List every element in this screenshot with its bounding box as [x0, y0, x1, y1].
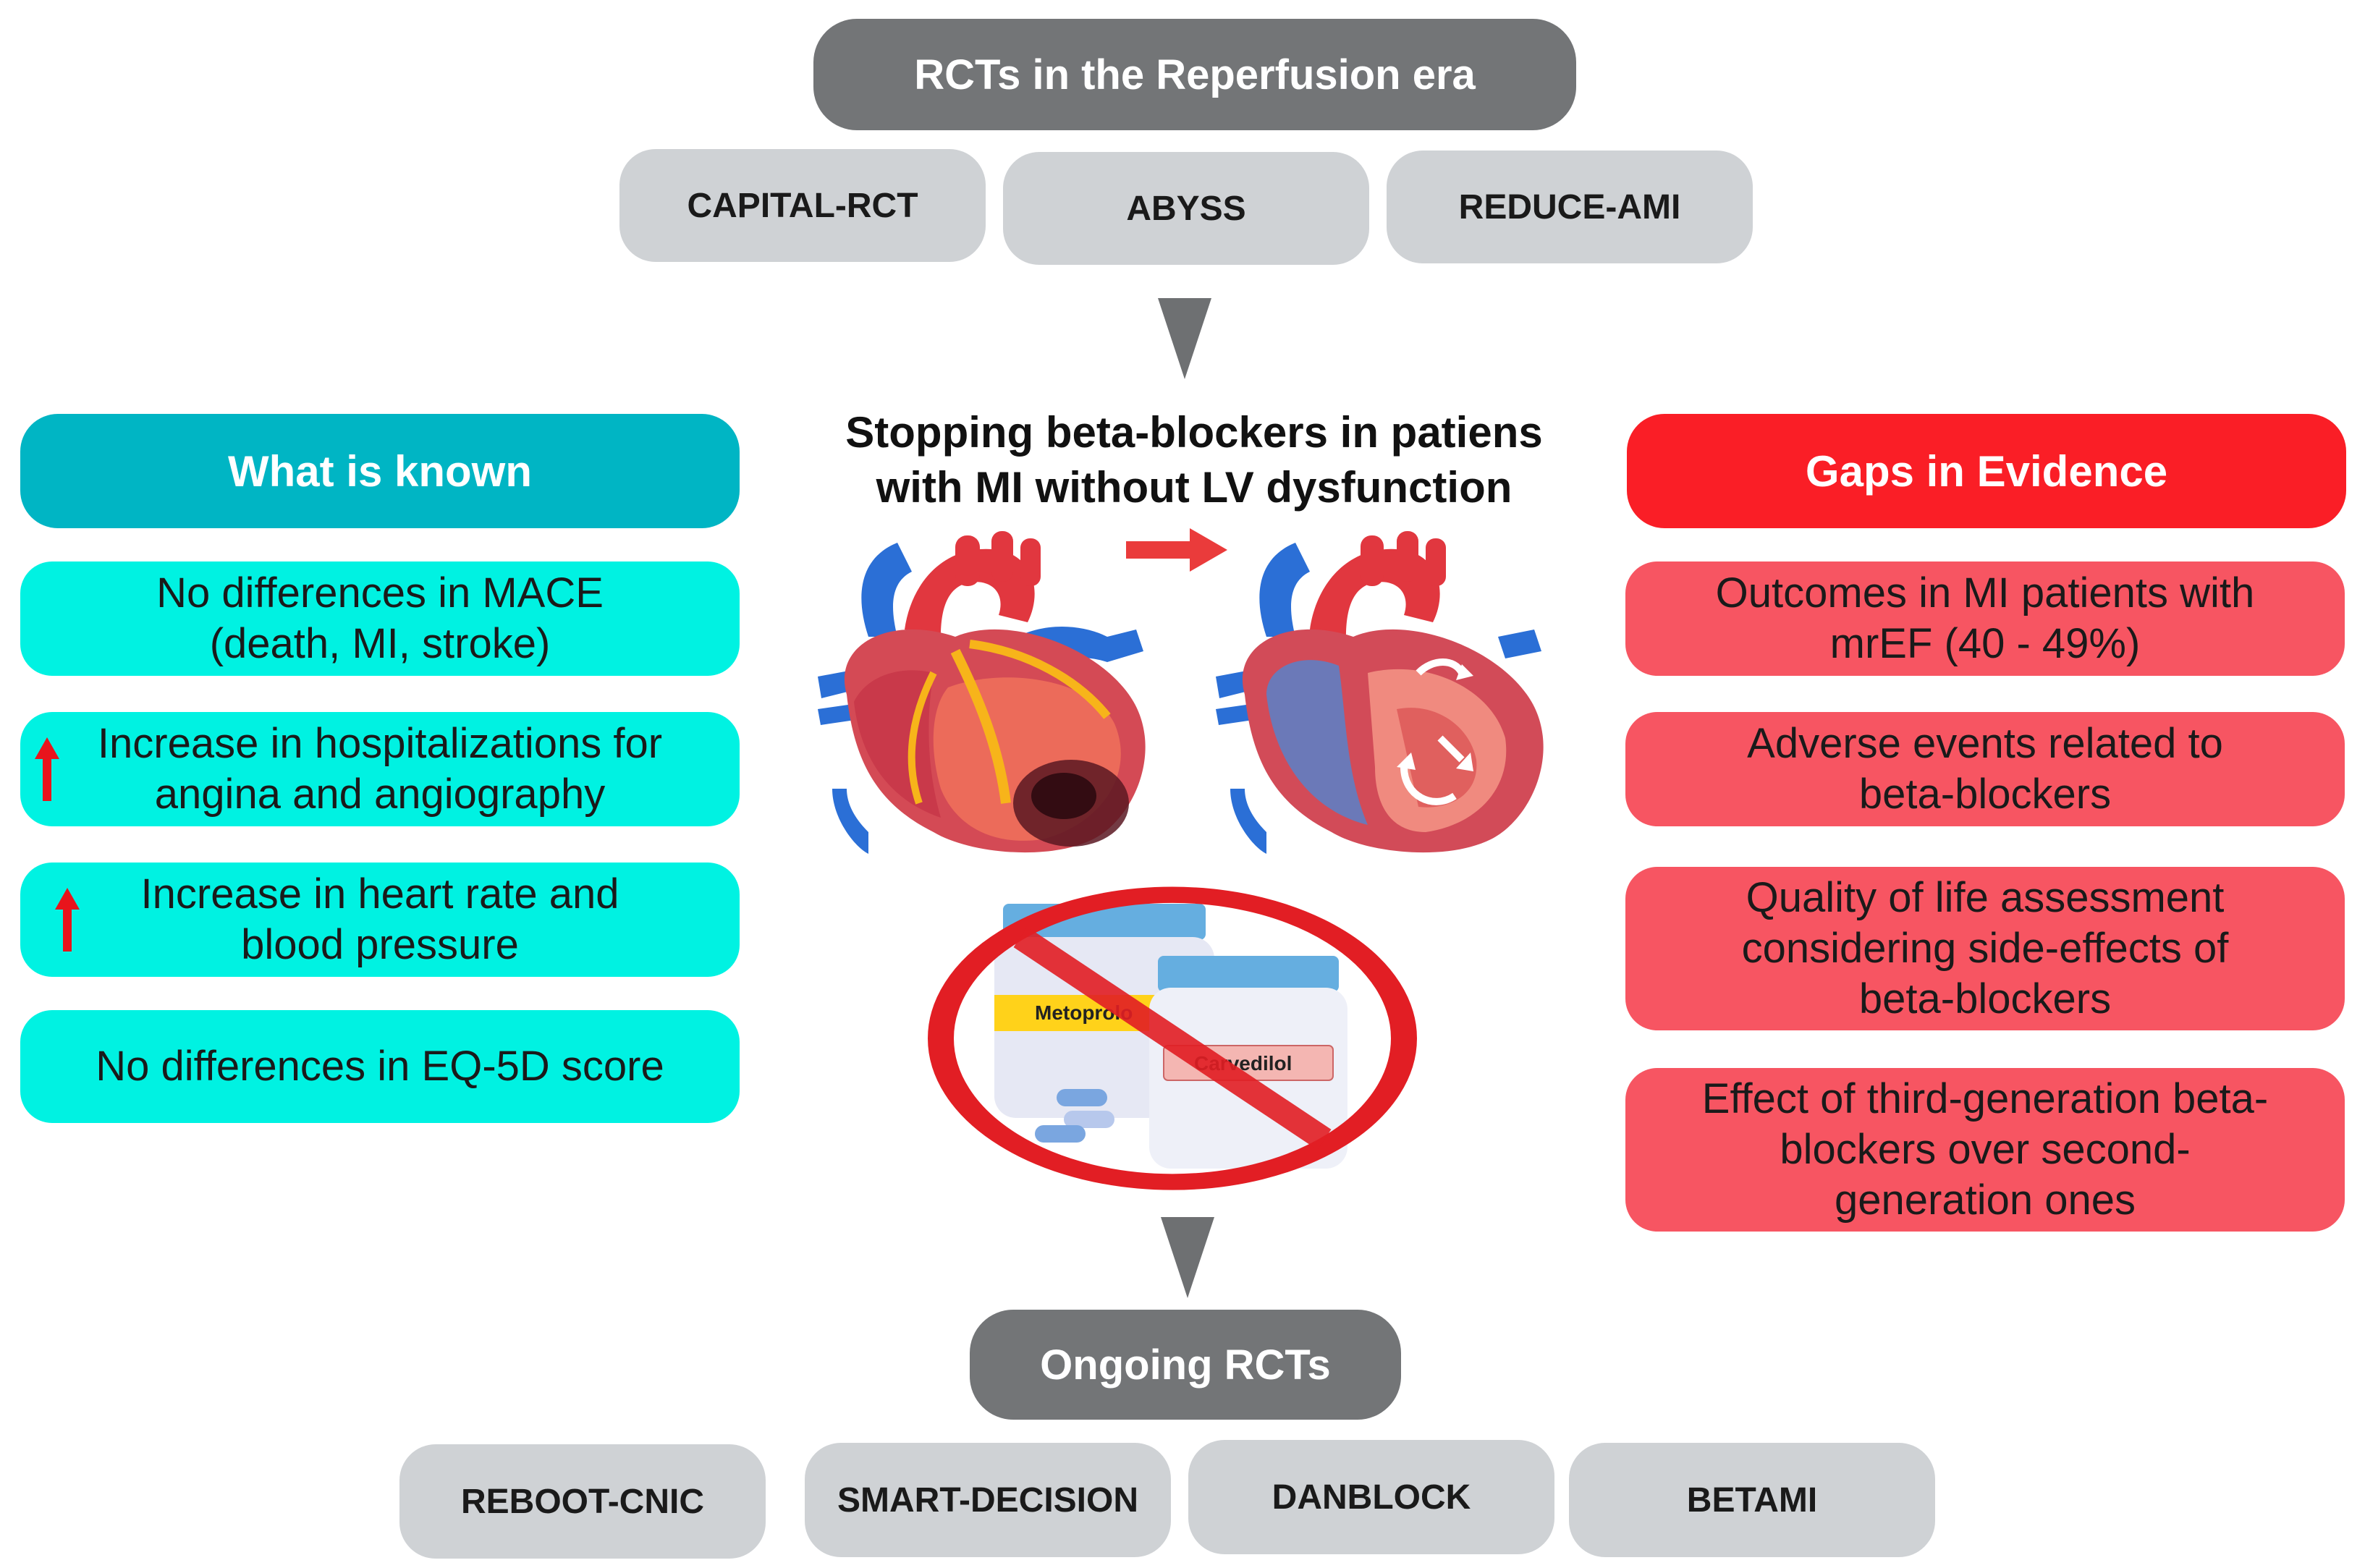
heart-cross-section-icon	[1216, 531, 1544, 854]
trial-betami: BETAMI	[1569, 1443, 1935, 1557]
known-item-heart-rate-line1: Increase in heart rate and	[140, 870, 619, 918]
known-item-hospitalizations: Increase in hospitalizations for angina …	[20, 712, 740, 826]
gap-item-third-generation-line2: blockers over second-	[1780, 1126, 2191, 1173]
gap-item-mref: Outcomes in MI patients with mrEF (40 - …	[1625, 561, 2345, 676]
red-up-arrow-icon	[35, 737, 59, 801]
reperfusion-era-header: RCTs in the Reperfusion era	[813, 19, 1576, 130]
gap-item-third-generation: Effect of third-generation beta- blocker…	[1625, 1068, 2345, 1232]
down-arrow-bottom-icon	[1161, 1217, 1214, 1298]
what-is-known-header: What is known	[20, 414, 740, 528]
red-right-arrow-icon	[1126, 528, 1227, 572]
known-item-heart-rate-line2: blood pressure	[241, 921, 519, 968]
gap-item-adverse-events: Adverse events related to beta-blockers	[1625, 712, 2345, 826]
trial-abyss: ABYSS	[1003, 152, 1369, 265]
gap-item-quality-of-life-line2: considering side-effects of	[1741, 925, 2229, 972]
gaps-in-evidence-header: Gaps in Evidence	[1627, 414, 2346, 528]
gap-item-adverse-events-line1: Adverse events related to	[1747, 720, 2223, 767]
gap-item-mref-line2: mrEF (40 - 49%)	[1829, 620, 2141, 667]
gap-item-quality-of-life: Quality of life assessment considering s…	[1625, 867, 2345, 1030]
center-title-line2: with MI without LV dysfunction	[876, 463, 1512, 512]
trial-capital-rct: CAPITAL-RCT	[619, 149, 986, 262]
trial-reduce-ami: REDUCE-AMI	[1387, 151, 1753, 263]
prohibited-beta-blocker-bottles-icon: Metoprolo Carvedilol	[928, 886, 1417, 1190]
gap-item-quality-of-life-line1: Quality of life assessment	[1746, 874, 2225, 921]
gap-item-mref-line1: Outcomes in MI patients with	[1715, 569, 2255, 616]
known-item-mace-line1: No differences in MACE	[156, 569, 604, 616]
gap-item-third-generation-line1: Effect of third-generation beta-	[1701, 1075, 2269, 1122]
known-item-eq5d-line1: No differences in EQ-5D score	[96, 1043, 664, 1090]
gap-item-quality-of-life-line3: beta-blockers	[1858, 975, 2112, 1022]
known-item-hospitalizations-line2: angina and angiography	[154, 771, 606, 818]
known-item-mace-line2: (death, MI, stroke)	[209, 620, 551, 667]
center-title: Stopping beta-blockers in patiens with M…	[753, 405, 1636, 515]
center-title-line1: Stopping beta-blockers in patiens	[845, 408, 1543, 457]
known-item-mace: No differences in MACE (death, MI, strok…	[20, 561, 740, 676]
ongoing-rcts-header: Ongoing RCTs	[970, 1310, 1401, 1420]
trial-danblock: DANBLOCK	[1188, 1440, 1554, 1554]
red-up-arrow-icon	[55, 888, 80, 952]
trial-smart-decision: SMART-DECISION	[805, 1443, 1171, 1557]
trial-reboot-cnic: REBOOT-CNIC	[399, 1444, 766, 1559]
gap-item-third-generation-line3: generation ones	[1835, 1177, 2136, 1224]
gap-item-adverse-events-line2: beta-blockers	[1858, 771, 2112, 818]
known-item-heart-rate: Increase in heart rate and blood pressur…	[20, 863, 740, 977]
known-item-eq5d: No differences in EQ-5D score	[20, 1010, 740, 1123]
down-arrow-top-icon	[1158, 298, 1211, 379]
ischemic-heart-icon	[818, 531, 1146, 854]
known-item-hospitalizations-line1: Increase in hospitalizations for	[97, 720, 663, 767]
